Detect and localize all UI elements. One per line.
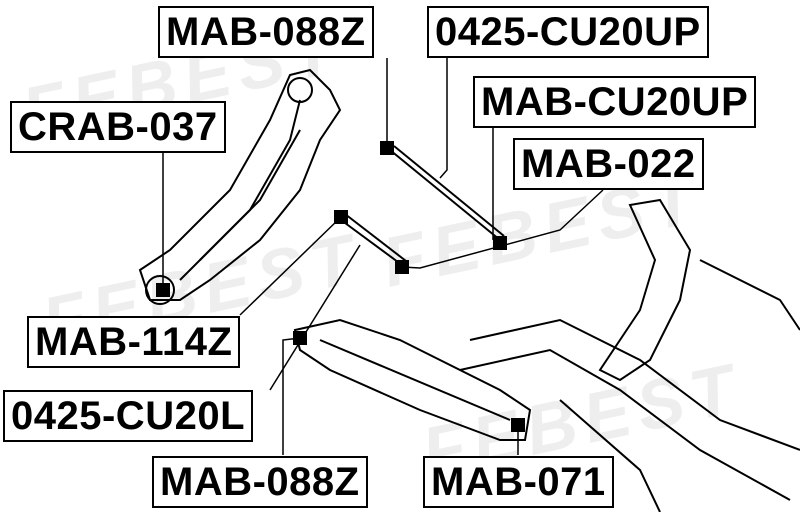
part-label-mab-088z-top: MAB-088Z — [158, 6, 374, 58]
part-label-crab-037: CRAB-037 — [10, 101, 226, 153]
marker-mab-088z-top — [380, 141, 394, 155]
part-label-mab-071: MAB-071 — [423, 456, 614, 508]
marker-mab-088z-bottom — [293, 331, 307, 345]
part-label-0425-cu20l: 0425-CU20L — [3, 390, 254, 442]
part-label-mab-088z-bottom: MAB-088Z — [152, 456, 368, 508]
trailing-arm-drawing — [138, 68, 342, 305]
lower-arm-drawing — [293, 318, 532, 441]
marker-mab-071 — [511, 418, 525, 432]
marker-crab-037 — [156, 283, 170, 297]
marker-mab-114z — [334, 210, 348, 224]
rods-drawing — [340, 145, 505, 266]
marker-mab-022 — [395, 260, 409, 274]
part-label-mab-022: MAB-022 — [513, 138, 704, 190]
part-label-0425-cu20up: 0425-CU20UP — [427, 6, 709, 58]
part-markers — [156, 141, 525, 432]
part-label-mab-114z: MAB-114Z — [27, 316, 241, 368]
part-label-mab-cu20up: MAB-CU20UP — [473, 76, 757, 128]
marker-mab-cu20up — [493, 236, 507, 250]
subframe-drawing — [459, 198, 800, 512]
